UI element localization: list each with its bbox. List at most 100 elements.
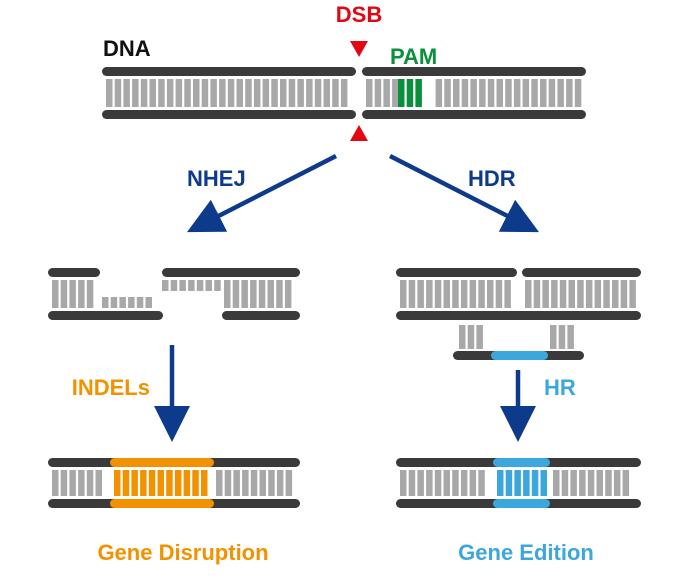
base-pair [540, 79, 547, 107]
base-pair [568, 280, 575, 308]
base-pair [487, 280, 494, 308]
base-pair [119, 297, 126, 308]
base-pair [86, 280, 94, 308]
base-pair [577, 280, 584, 308]
base-pair [288, 79, 296, 107]
base-pair [478, 280, 485, 308]
base-pair [219, 79, 226, 107]
base-pair [629, 280, 636, 308]
indel-base-pair [114, 470, 121, 496]
indel-base-pair [174, 470, 182, 496]
base-pair [245, 79, 252, 107]
base-pair [374, 79, 382, 107]
base-pair [567, 325, 574, 349]
indel-base-pair [192, 470, 199, 496]
base-pair [452, 470, 459, 496]
nhej-strand-lower-left [48, 311, 163, 320]
base-pair [114, 79, 122, 107]
base-pair [612, 280, 619, 308]
base-pair [241, 280, 248, 308]
base-pair [426, 280, 433, 308]
nhej-broken-dna [48, 268, 300, 320]
base-pair [232, 280, 240, 308]
base-pair [434, 470, 442, 496]
base-pair [383, 79, 390, 107]
base-pair [443, 470, 450, 496]
base-pair [170, 280, 178, 291]
base-pair [78, 470, 85, 496]
base-pair [566, 79, 573, 107]
base-pair [340, 79, 348, 107]
base-pair [550, 325, 557, 349]
base-pair [233, 470, 240, 496]
base-pair [106, 79, 113, 107]
base-pair [435, 79, 443, 107]
base-pair [392, 79, 399, 107]
base-pair [175, 79, 183, 107]
base-pair [574, 79, 582, 107]
base-pair [145, 297, 152, 308]
base-pair [201, 79, 209, 107]
base-pair [531, 79, 538, 107]
donor-homology-insert [491, 351, 548, 360]
base-pair [162, 280, 169, 291]
base-pair [110, 297, 118, 308]
base-pair [408, 470, 416, 496]
pam-base-pair [398, 79, 405, 107]
hr-label: HR [544, 375, 576, 400]
nhej-strand-lower-right [222, 311, 300, 320]
base-pair [140, 79, 148, 107]
base-pair [86, 470, 94, 496]
base-pair [459, 325, 466, 349]
hdr-base-pairs [400, 280, 636, 308]
top-dna-base-pairs [106, 79, 582, 107]
edited-base-pair [514, 470, 521, 496]
base-pair [558, 325, 566, 349]
base-pair [332, 79, 339, 107]
base-pair [467, 325, 475, 349]
base-pair [276, 280, 283, 308]
base-pair [323, 79, 330, 107]
base-pair [603, 280, 610, 308]
gene-edition-dna [396, 458, 641, 508]
pam-sequence [398, 79, 422, 107]
top-strand-upper-left [102, 67, 356, 76]
base-pair [136, 297, 144, 308]
gene-disruption-label: Gene Disruption [97, 540, 268, 565]
base-pair [513, 79, 521, 107]
edited-base-pair [497, 470, 504, 496]
indels-label: INDELs [72, 375, 150, 400]
base-pair [522, 79, 530, 107]
base-pair [132, 79, 139, 107]
base-pair [553, 470, 560, 496]
hdr-arrow [388, 153, 540, 233]
edited-base-pair [505, 470, 513, 496]
top-strand-lower-right [362, 110, 586, 119]
base-pair [179, 280, 186, 291]
base-pair [95, 470, 102, 496]
base-pair [444, 79, 451, 107]
dsb-marker-bottom-icon [350, 125, 368, 141]
base-pair [596, 470, 603, 496]
top-strand-lower-left [102, 110, 356, 119]
edition-base-pairs [400, 470, 630, 496]
indel-base-pair [166, 470, 173, 496]
indel-strand-lower [110, 499, 214, 508]
base-pair [285, 470, 293, 496]
base-pair [253, 79, 261, 107]
dsb-label: DSB [336, 2, 382, 27]
hdr-label: HDR [468, 166, 516, 191]
base-pair [452, 280, 459, 308]
base-pair [551, 280, 558, 308]
base-pair [496, 79, 503, 107]
hdr-strand-upper-right [522, 268, 641, 277]
base-pair [470, 79, 477, 107]
base-pair [469, 470, 477, 496]
base-pair [400, 470, 407, 496]
base-pair [149, 79, 156, 107]
base-pair [60, 280, 68, 308]
base-pair [495, 280, 503, 308]
base-pair [268, 470, 275, 496]
base-pair [69, 470, 76, 496]
base-pair [306, 79, 313, 107]
